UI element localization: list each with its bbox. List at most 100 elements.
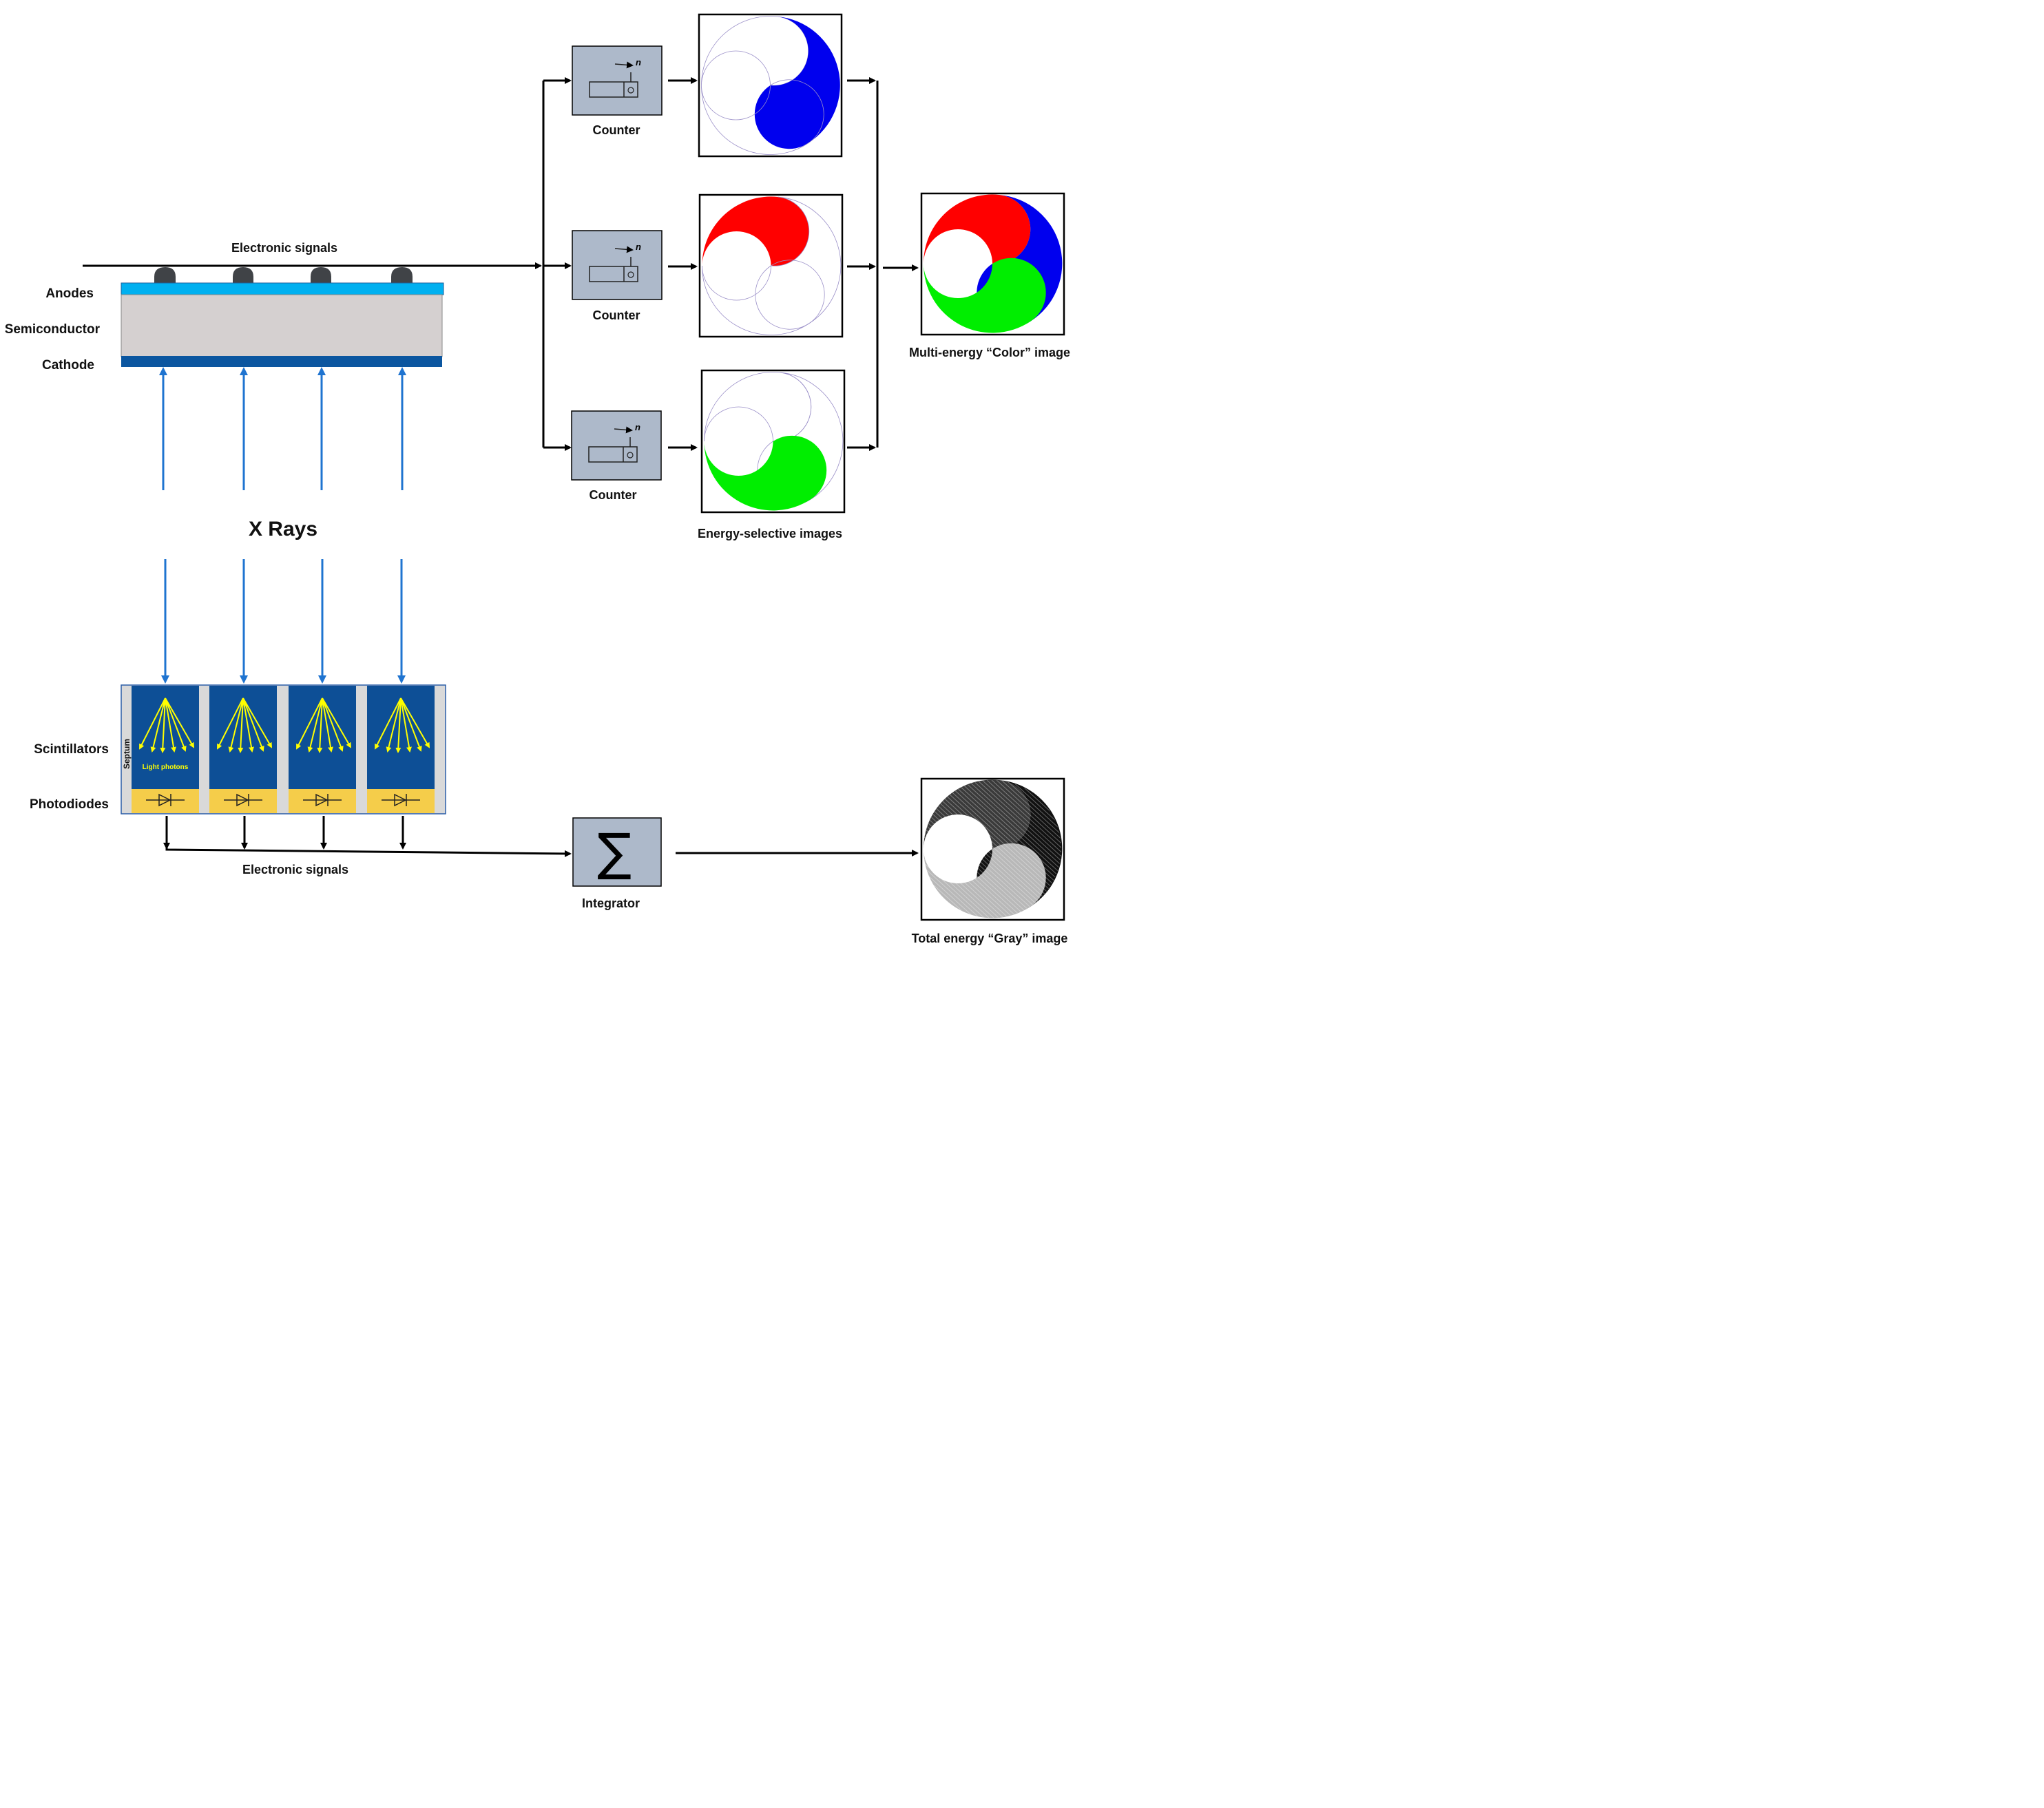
hatch-line [1005,780,1061,918]
filled-lobe [702,196,809,266]
outline-lobe [701,16,809,86]
light-lobe [923,843,1046,918]
scintillator-cell [289,686,356,813]
photodiodes-label: Photodiodes [30,797,109,812]
anodes-label: Anodes [45,286,94,301]
scintillator-cell [367,686,435,813]
photodiode-block [132,789,199,813]
light-photon-ray [242,697,273,748]
counter-box [571,410,662,481]
counter-label: Counter [590,488,637,502]
hatch-line [924,780,937,918]
xray-arrows-down [161,559,406,684]
hatch-line [924,780,1004,918]
top-signal-label: Electronic signals [231,241,337,255]
light-photon-ray [322,697,333,753]
outline-lobe [702,260,825,335]
light-photon-ray [165,697,195,748]
light-photons-label: Light photons [143,764,189,771]
xray-label: X Rays [249,518,317,540]
hatch-line [957,780,1061,918]
integrator-label: Integrator [582,896,640,910]
dark-lobe [923,779,1031,850]
anode-layer [121,282,444,295]
light-photon-ray [322,697,352,748]
counter-arrow [614,61,634,69]
hatch-line [986,780,1061,918]
hatch-line [981,780,1061,918]
light-photon-ray [322,697,344,752]
hatch-line [943,780,1061,918]
anode-contact [311,267,331,284]
scintillator-cell [209,686,277,813]
light-photon-ray [375,697,402,750]
hatch-line [924,780,975,918]
counter-arrow [614,246,634,253]
hatch-line [924,780,1047,918]
hatch-line [952,780,1061,918]
light-photon-ray [395,697,402,753]
diode-icon [236,793,249,807]
hatch-line [1015,780,1061,918]
scintillator-detector: Septum Light photons Scintillators Photo… [30,684,572,876]
counter-icon [589,81,638,98]
energy-images-caption: Energy-selective images [698,527,842,540]
detector-diagram: Electronic signals Anodes Semiconductor … [5,13,1070,945]
cathode-label: Cathode [42,358,94,372]
anode-contact [391,267,413,284]
light-photon-ray [317,697,323,753]
hatch-line [924,780,980,918]
hatch-line [924,780,941,918]
counter-icon [588,446,638,463]
light-photon-ray [307,697,323,753]
gray-image-caption: Total energy “Gray” image [912,932,1068,945]
septum-label: Septum [122,739,132,769]
scintillators-label: Scintillators [34,742,109,757]
energy-image [700,369,846,514]
counter-box [572,230,663,300]
light-photon-ray [150,697,166,753]
light-photon-ray [228,697,244,753]
hatch-line [967,780,1061,918]
counter-label: Counter [593,308,640,322]
hatch-line [962,780,1061,918]
hatch-line [924,780,994,918]
hatch-line [972,780,1061,918]
red-lobe [923,194,1031,264]
green-lobe [923,257,1046,333]
filled-lobe [704,435,827,511]
semiconductor-layer [121,294,443,357]
hatch-line [938,780,1061,918]
hatch-line [924,780,932,918]
hatch-line [924,780,927,918]
hatch-line [924,780,985,918]
bottom-signal-line [165,845,572,857]
light-photon-ray [400,697,412,753]
hatch-line [924,780,1043,918]
light-photon-ray [217,697,244,750]
hatch-line [924,780,999,918]
photodiode-block [289,789,356,813]
light-photon-ray [139,697,166,750]
hatch-line [924,780,990,918]
light-photon-ray [160,697,166,753]
counter-knob [627,87,634,94]
counter-symbol: n [635,422,640,432]
hatch-line [924,780,1014,918]
outline-lobe [755,196,842,330]
hatch-line [924,780,1028,918]
hatch-line [996,780,1061,918]
integrator-box [572,817,662,887]
counter-branch-lines [542,77,919,451]
xray-arrows-up [159,367,406,490]
color-image [920,192,1065,336]
gray-image [920,777,1065,921]
scintillator-cell [132,686,199,813]
hatch-line [924,780,1019,918]
hatch-line [991,780,1061,918]
light-photon-ray [165,697,187,752]
counter-symbol: n [636,242,641,252]
diode-icon [315,793,328,807]
